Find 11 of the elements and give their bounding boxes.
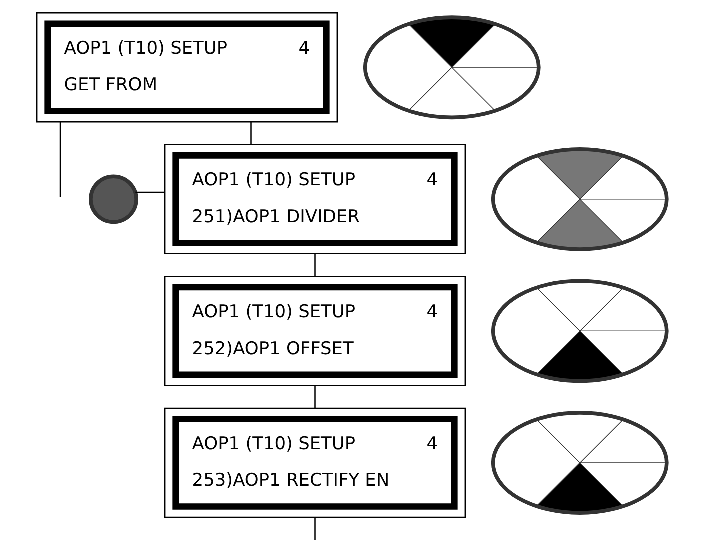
node-box: AOP1 (T10) SETUP 4 251)AOP1 DIVIDER [164,144,466,255]
node-box: AOP1 (T10) SETUP 4 253)AOP1 RECTIFY EN [164,408,466,518]
node-circle [89,174,138,224]
connector [250,122,252,145]
node-box: AOP1 (T10) SETUP 4 GET FROM [36,12,338,123]
connector [136,192,165,194]
connector [314,386,316,408]
node-box: AOP1 (T10) SETUP 4 252)AOP1 OFFSET [164,276,466,386]
connector [314,254,316,276]
connector [314,518,316,540]
connector [60,122,62,198]
